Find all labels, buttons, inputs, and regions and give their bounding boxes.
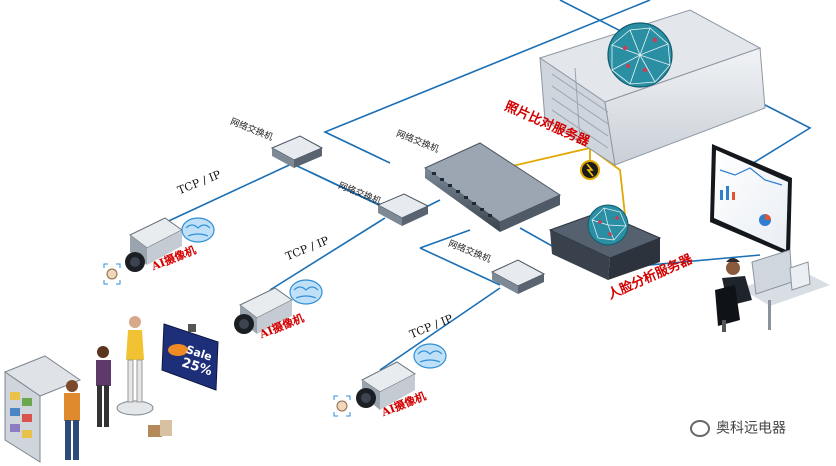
mannequin-platform [116, 316, 154, 416]
brain-icon-1 [181, 217, 215, 243]
link-switch4-to-core [419, 229, 471, 249]
wechat-icon [690, 420, 710, 437]
bolt-hub-icon [580, 160, 600, 180]
brain-globe-icon [607, 22, 673, 88]
shopper-1 [64, 380, 80, 460]
link-camera3 [379, 287, 501, 371]
switch-3 [490, 259, 546, 294]
switch-2 [376, 193, 430, 226]
shopper-2 [96, 346, 111, 427]
brain-globe-small-icon [587, 204, 629, 246]
retail-shelf [3, 355, 82, 463]
brain-icon-2 [289, 279, 323, 305]
ai-camera-1 [125, 217, 183, 272]
link-camera2 [269, 217, 386, 291]
link-server-to-switch-a [323, 0, 651, 164]
face-detect-icon-2 [333, 395, 351, 417]
sale-sign [161, 323, 219, 391]
ai-camera-3 [356, 361, 416, 410]
switch-1 [270, 135, 324, 168]
ai-camera-2 [234, 287, 293, 334]
operator-desk [715, 249, 830, 332]
core-switch [424, 142, 562, 232]
link-core-to-switch4 [419, 247, 501, 286]
watermark-text: 奥科远电器 [716, 420, 786, 437]
brain-icon-3 [413, 343, 447, 369]
watermark: 奥科远电器 [690, 420, 786, 437]
link-camera1 [159, 159, 301, 226]
shopping-bags [148, 420, 172, 437]
dashboard-monitor [710, 144, 792, 256]
face-detect-icon-1 [103, 263, 121, 285]
